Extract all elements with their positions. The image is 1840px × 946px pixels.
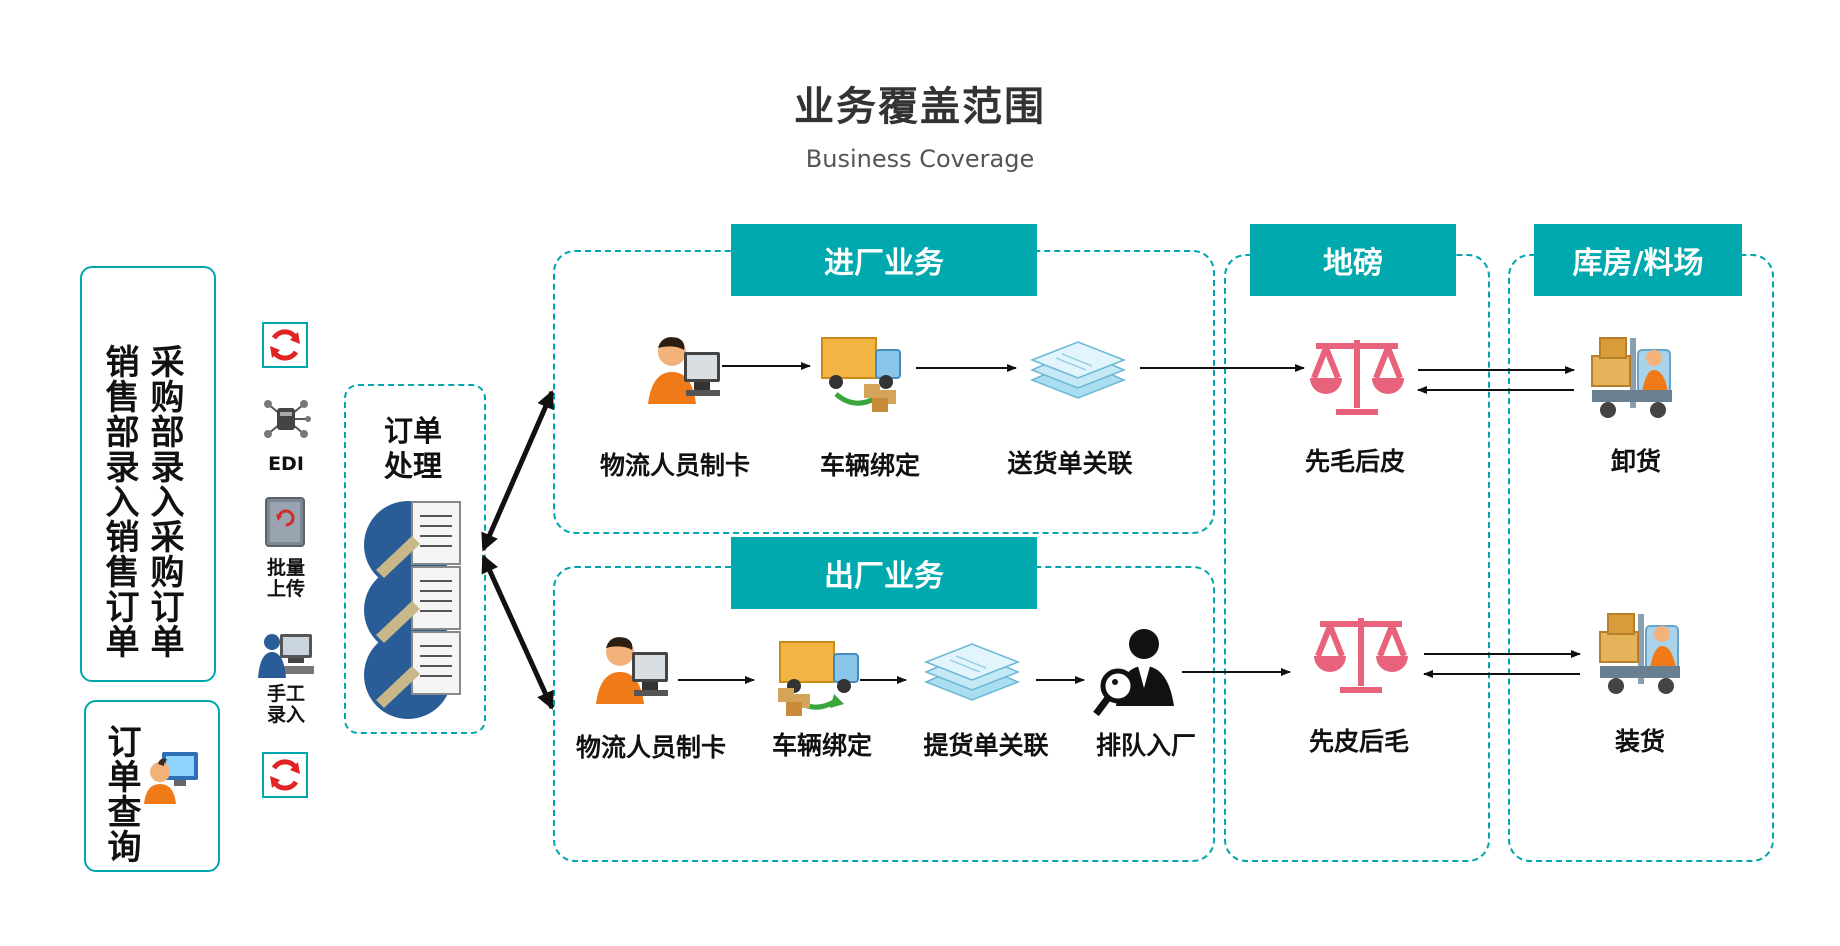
order-entry-panel [80, 266, 216, 682]
outbound-section [553, 566, 1215, 862]
outbound-header: 出厂业务 [731, 537, 1037, 609]
outbound-vehicle-binding-icon [778, 641, 859, 716]
order-query-panel[interactable] [84, 700, 220, 872]
weighbridge-header: 地磅 [1250, 224, 1456, 296]
inbound-step-2-label: 车辆绑定 [819, 451, 920, 480]
batch-upload-label: 批量上传 [266, 557, 305, 601]
unloading-forklift-icon [1591, 337, 1672, 418]
manual-entry-icon [258, 634, 314, 678]
vehicle-binding-icon [821, 337, 901, 412]
edi-label: EDI [268, 453, 304, 475]
warehouse-outbound-label: 装货 [1614, 727, 1665, 756]
edi-network-icon [264, 400, 311, 438]
scale-out-icon [1314, 618, 1408, 693]
arrow-order-to-inbound [481, 390, 555, 552]
page-subtitle: Business Coverage [805, 145, 1035, 173]
batch-upload-icon [265, 497, 305, 547]
warehouse-inbound-label: 卸货 [1610, 447, 1661, 476]
scale-in-icon [1310, 340, 1404, 415]
manual-entry-label: 手工录入 [266, 683, 305, 727]
loading-forklift-icon [1599, 613, 1680, 694]
document-stack-icon [364, 501, 461, 719]
user-computer-icon [144, 752, 198, 804]
logistics-staff-icon [648, 337, 720, 404]
inbound-step-3-label: 送货单关联 [1007, 449, 1133, 478]
page-title: 业务覆盖范围 [794, 84, 1046, 130]
outbound-step-4-label: 排队入厂 [1095, 731, 1196, 760]
sync-top-icon [262, 322, 308, 368]
weighbridge-inbound-label: 先毛后皮 [1304, 447, 1405, 476]
sales-entry-text: 销售部录入销售订单 [99, 344, 139, 659]
sync-bottom-icon [262, 752, 308, 798]
outbound-step-1-label: 物流人员制卡 [575, 733, 726, 762]
delivery-note-icon [1029, 341, 1127, 399]
order-processing-label: 订单处理 [383, 414, 442, 483]
inbound-step-1-label: 物流人员制卡 [599, 451, 750, 480]
outbound-step-2-label: 车辆绑定 [771, 731, 872, 760]
purchase-entry-text: 采购部录入采购订单 [144, 344, 184, 659]
order-query-text: 订单查询 [101, 724, 141, 864]
weighbridge-outbound-label: 先皮后毛 [1308, 727, 1409, 756]
inbound-header: 进厂业务 [731, 224, 1037, 296]
arrow-order-to-outbound [481, 554, 555, 710]
outbound-logistics-staff-icon [596, 637, 668, 704]
warehouse-header: 库房/料场 [1534, 224, 1742, 296]
pickup-note-icon [923, 643, 1021, 701]
queue-entry-icon [1093, 629, 1174, 717]
outbound-step-3-label: 提货单关联 [923, 731, 1049, 760]
